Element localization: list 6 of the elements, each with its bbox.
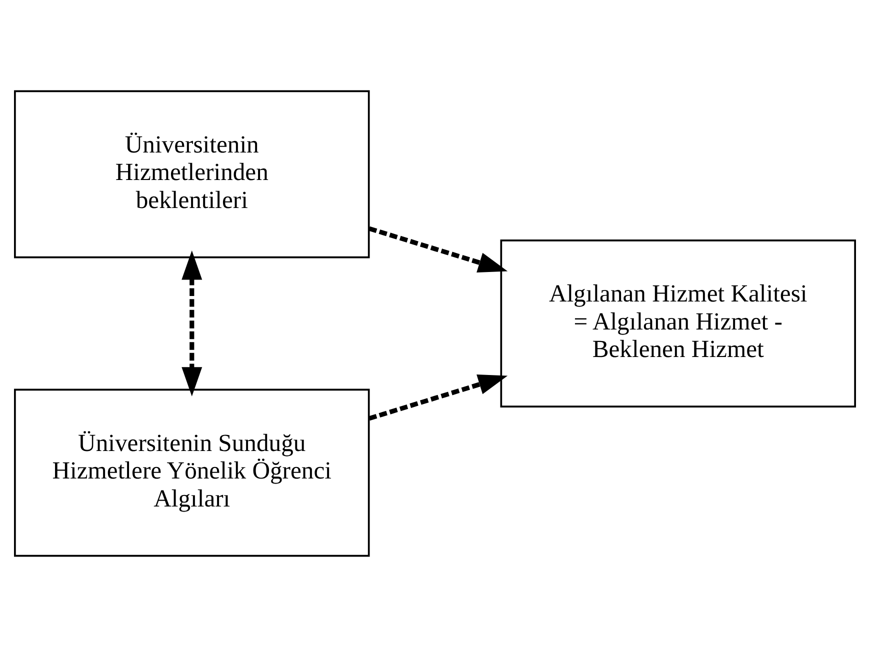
arrow <box>368 226 508 272</box>
arrow <box>182 250 202 396</box>
node-box: Algılanan Hizmet Kalitesi = Algılanan Hizmet - Beklenen Hizmet <box>500 238 856 408</box>
node-box: Üniversitenin Sunduğu Hizmetlere Yönelik Öğrenci Algıları <box>14 388 370 556</box>
arrow <box>368 374 508 420</box>
node-box: Üniversitenin Hizmetlerinden beklentileri <box>14 90 370 258</box>
